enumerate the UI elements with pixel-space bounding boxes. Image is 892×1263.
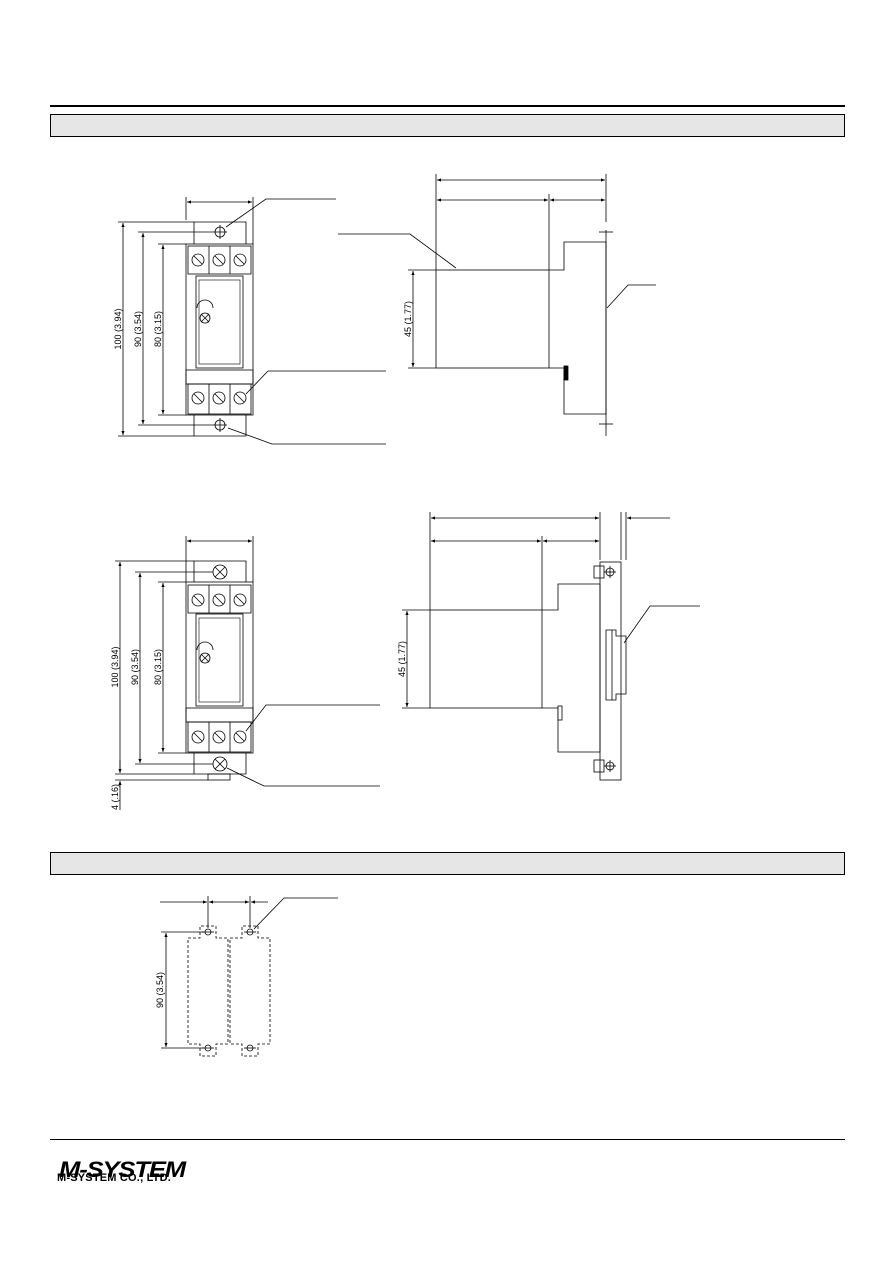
dim-90-din: 90 (3.54) [130, 649, 140, 685]
dim-90-wall: 90 (3.54) [133, 311, 143, 347]
company-name: M-SYSTEM CO., LTD. [57, 1172, 172, 1184]
dim-100-wall: 100 (3.94) [113, 308, 123, 349]
footer-rule [50, 1139, 845, 1140]
dim-4-din: 4 (.16) [110, 784, 120, 810]
m-system-logo: M-SYSTEM [59, 1157, 188, 1182]
dim-80-din: 80 (3.15) [153, 649, 163, 685]
side-view-din-mount [402, 512, 700, 781]
logo-text: M-SYSTEM [59, 1157, 187, 1182]
dim-80-wall: 80 (3.15) [153, 311, 163, 347]
front-view-din-mount [115, 536, 380, 810]
dim-90-panel: 90 (3.54) [155, 972, 165, 1008]
dim-100-din: 100 (3.94) [110, 646, 120, 687]
dim-45-din: 45 (1.77) [397, 641, 407, 677]
header-rule [50, 105, 845, 107]
dim-45-wall: 45 (1.77) [403, 301, 413, 337]
section-bar-mounting [50, 852, 845, 875]
section-bar-dimensions [50, 114, 845, 137]
mounting-pattern [160, 896, 338, 1057]
front-view-wall-mount [118, 197, 386, 445]
side-view-wall-mount [338, 174, 656, 436]
